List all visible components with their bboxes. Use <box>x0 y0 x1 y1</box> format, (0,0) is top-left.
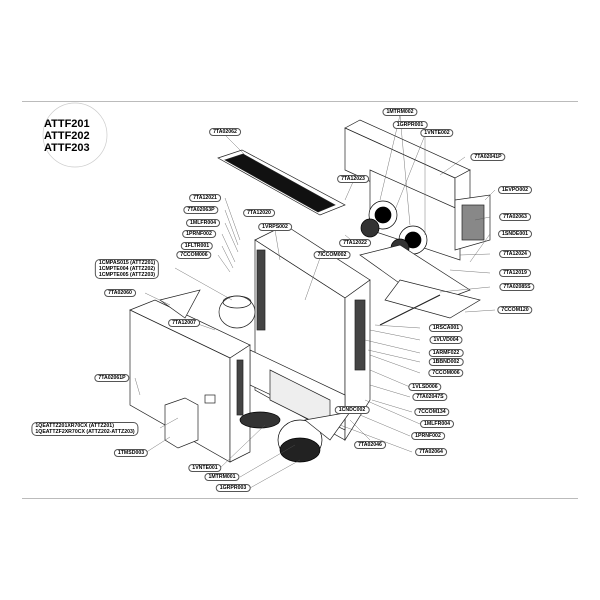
model-title: ATTF202 <box>44 130 90 142</box>
part-label: 7TA02060 <box>104 289 136 297</box>
condenser-grill <box>217 149 346 216</box>
part-label: 1VNTE002 <box>420 129 454 137</box>
part-label: 7TA12007 <box>168 319 200 327</box>
side-panel <box>129 299 251 463</box>
compressor-bracket <box>159 289 201 319</box>
probe <box>379 294 441 326</box>
part-label: 1SNDE001 <box>498 230 532 238</box>
part-label: 1MLFR004 <box>420 420 454 428</box>
part-label: 7TA02061P <box>94 374 130 382</box>
part-label: 7ICCOM002 <box>313 251 351 259</box>
part-label: 1VNTE001 <box>188 464 222 472</box>
model-title-block: ATTF201 ATTF202 ATTF203 <box>44 118 90 154</box>
part-label: 7CCOM006 <box>176 251 212 259</box>
part-label: 1PRNF002 <box>411 432 445 440</box>
part-label: 1GRPR001 <box>392 121 428 129</box>
part-label: 1VLVD004 <box>429 336 463 344</box>
part-label: 1MLFR004 <box>186 219 220 227</box>
part-label: 7TA02063P <box>183 206 219 214</box>
part-label-line: 1QEATTZF2XR70CX (ATTZ202-ATTZ203) <box>35 429 135 435</box>
part-label-line: 1CMPAS015 (ATTZ201) <box>98 260 156 266</box>
part-label: 7CCOM120 <box>497 306 533 314</box>
part-label: 1PRNF002 <box>182 230 216 238</box>
evaporator-hood <box>344 119 491 261</box>
part-label: 7TA02041P <box>470 153 506 161</box>
model-title: ATTF201 <box>44 118 90 130</box>
part-label: 7TA02063 <box>499 213 531 221</box>
part-label: 1EVPO002 <box>498 186 532 194</box>
compressor <box>218 295 256 329</box>
part-label-line: 1CMPTE005 (ATTZ203) <box>98 272 155 278</box>
part-label: 1TMSD003 <box>113 449 149 457</box>
part-label-line: 1QEATTZ201XR70CX (ATTZ201) <box>35 423 114 429</box>
part-label: 7TA12024 <box>499 250 531 258</box>
part-label: 1BBND002 <box>428 358 464 366</box>
part-label: 7TA02064 <box>415 448 447 456</box>
part-label: 1ARMF022 <box>428 349 464 357</box>
part-label: 1GRPR003 <box>215 484 251 492</box>
drawing-frame <box>22 101 578 499</box>
part-label: 1FLTR001 <box>180 242 214 250</box>
part-label: 1RSCA001 <box>428 324 464 332</box>
part-label: 1CNDC002 <box>334 406 370 414</box>
compressor-variants-label: 1CMPAS015 (ATTZ201) 1CMPTE004 (ATTZ202) … <box>94 259 160 279</box>
part-label: 1MTRM002 <box>382 108 418 116</box>
part-label: 7TA12020 <box>243 209 275 217</box>
part-label: 7TA02047S <box>412 393 448 401</box>
part-label: 1VRPS002 <box>258 223 292 231</box>
part-label: 7TA02062 <box>209 128 241 136</box>
part-label: 7CCOM134 <box>414 408 450 416</box>
controller-variants-label: 1QEATTZ201XR70CX (ATTZ201) 1QEATTZF2XR70… <box>31 422 139 436</box>
chassis <box>249 224 371 442</box>
part-label: 7TA12022 <box>339 239 371 247</box>
drip-tray <box>359 244 481 319</box>
part-label: 7TA12019 <box>499 269 531 277</box>
part-label: 1MTRM001 <box>204 473 240 481</box>
evaporator-fans <box>360 200 428 258</box>
bracket <box>304 411 351 441</box>
part-label: 7TA12021 <box>189 194 221 202</box>
part-label: 1VLSD006 <box>408 383 442 391</box>
part-label: 7TA02046 <box>354 441 386 449</box>
condenser-fans <box>239 411 323 463</box>
part-label: 7TA12023 <box>337 175 369 183</box>
part-label: 7TA02085S <box>499 283 535 291</box>
part-label-line: 1CMPTE004 (ATTZ202) <box>98 266 155 272</box>
model-title: ATTF203 <box>44 142 90 154</box>
leader-lines <box>134 114 496 489</box>
title-circle <box>42 102 108 168</box>
part-label: 7CCOM006 <box>428 369 464 377</box>
